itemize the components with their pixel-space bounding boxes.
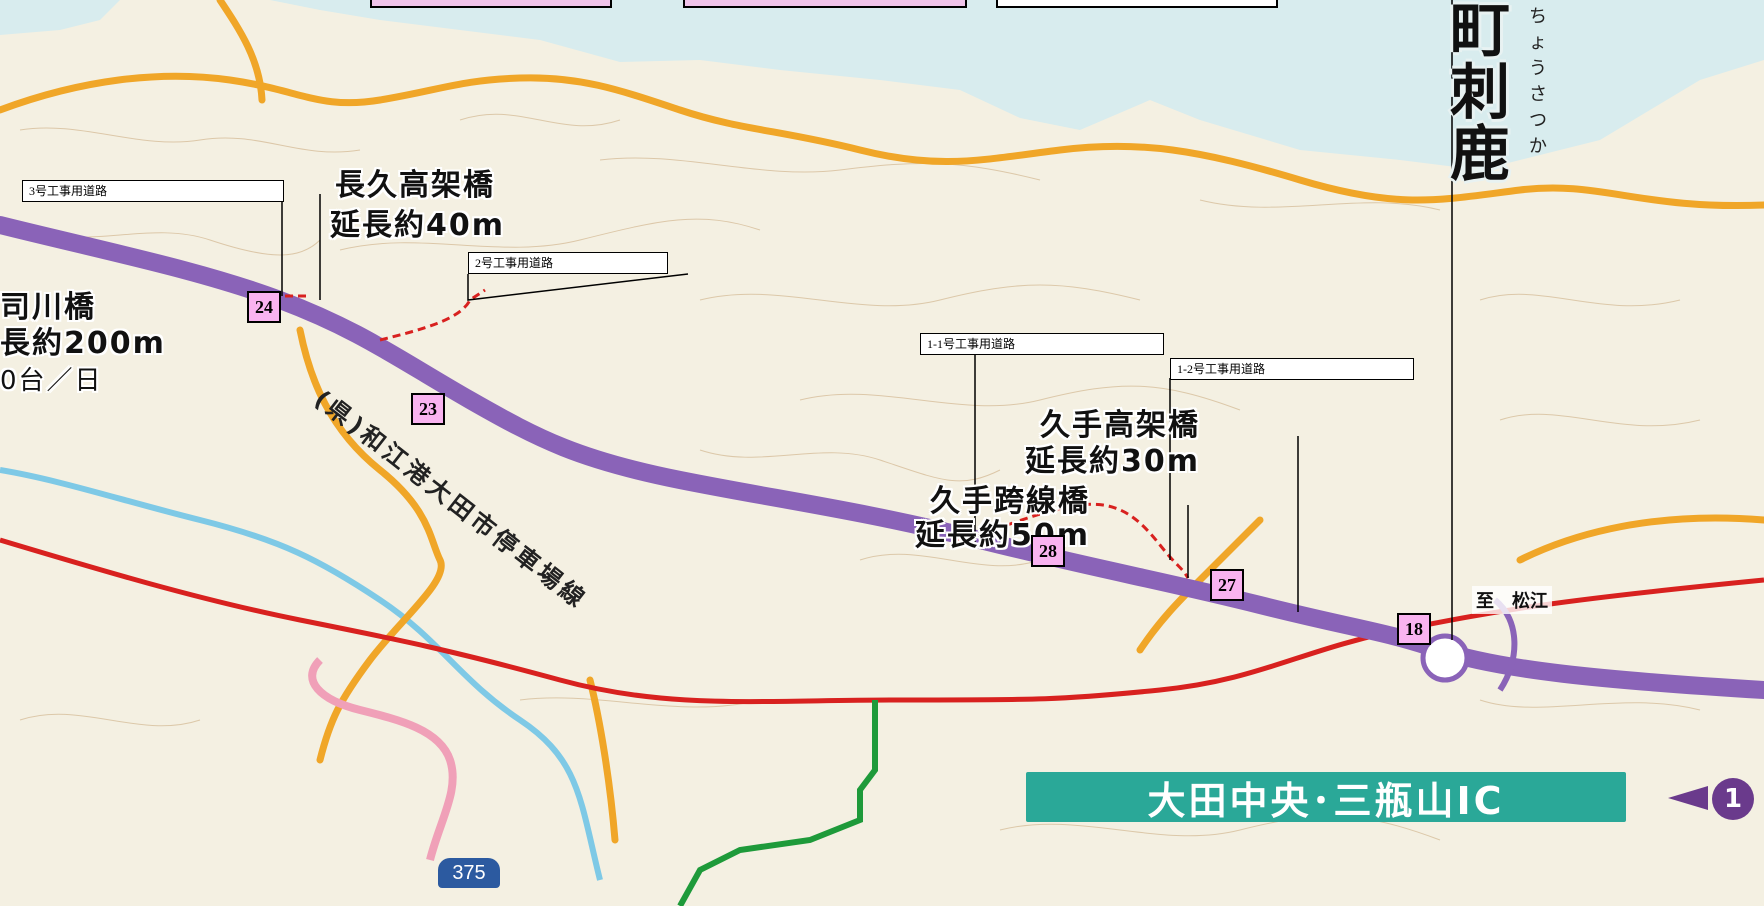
leader-lines: [281, 0, 1453, 640]
sea-area: [270, 0, 1764, 170]
west-bridge-length: 長約200m: [0, 326, 166, 361]
nagahisa-bridge-length: 延長約40m: [330, 208, 506, 243]
kute-viaduct-name: 久手高架橋: [1040, 408, 1200, 443]
traffic-volume: 0台／日: [0, 366, 103, 396]
green-road: [677, 700, 878, 906]
nagahisa-bridge-name: 長久高架橋: [335, 168, 495, 203]
direction-label: 至 松江: [1472, 586, 1552, 614]
river: [0, 467, 603, 881]
interchange-marker: 1: [1712, 778, 1754, 820]
town-name: 町刺鹿: [1450, 0, 1510, 190]
route-375-shield: 375: [438, 858, 500, 888]
work-roads-dashed: [285, 288, 1190, 579]
ic-circle-junction: [1420, 633, 1470, 683]
marker-18: 18: [1397, 613, 1431, 645]
marker-27: 27: [1210, 569, 1244, 601]
prefectural-roads: [0, 0, 1764, 844]
work-road-1-1-label: 1-1号工事用道路: [920, 333, 1164, 355]
work-road-2-label: 2号工事用道路: [468, 252, 668, 274]
west-bridge-name: 司川橋: [0, 290, 96, 325]
sea-area-west: [0, 0, 120, 35]
town-reading: ちょうさつか: [1529, 6, 1547, 157]
ic-arrow-icon: [1668, 786, 1708, 810]
route-375: [308, 657, 457, 861]
work-road-1-2-label: 1-2号工事用道路: [1170, 358, 1414, 380]
contours: [19, 113, 1701, 841]
top-box-2: [683, 0, 967, 8]
marker-23: 23: [411, 393, 445, 425]
work-road-3-label: 3号工事用道路: [22, 180, 284, 202]
top-box-3: [996, 0, 1278, 8]
marker-28: 28: [1031, 535, 1065, 567]
kute-overpass-name: 久手跨線橋: [930, 484, 1090, 519]
top-box-1: [370, 0, 612, 8]
interchange-banner: 大田中央･三瓶山IC: [1026, 772, 1626, 823]
national-road: [0, 537, 1764, 705]
marker-24: 24: [247, 291, 281, 323]
kute-viaduct-length: 延長約30m: [1025, 444, 1201, 479]
